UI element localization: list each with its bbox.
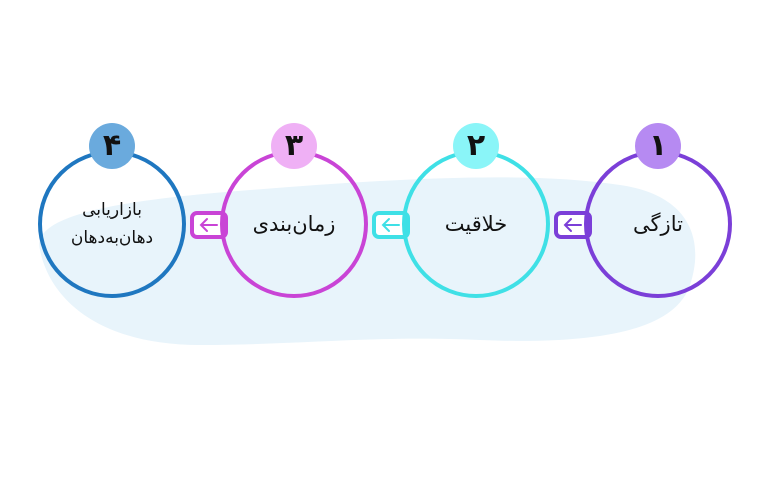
step-number-badge (635, 123, 681, 169)
step-number: ۴ (102, 128, 122, 163)
step-label: تازگی (633, 212, 683, 236)
connector-arrow (372, 211, 410, 239)
step-label-line: بازاریابی (82, 200, 142, 220)
step-label-line: دهان‌به‌دهان (70, 228, 154, 248)
step-number: ۳ (284, 128, 304, 163)
step-label: خلاقیت (444, 212, 508, 236)
step-number-badge (271, 123, 317, 169)
step-number: ۲ (466, 128, 486, 163)
step-label: زمان‌بندی (252, 212, 336, 236)
connector-arrow (554, 211, 592, 239)
step-number: ۱ (648, 128, 668, 163)
step-label: بازاریابی دهان‌به‌دهان (47, 196, 177, 252)
step-number-badge (453, 123, 499, 169)
connector-arrow (190, 211, 228, 239)
step-number-badge (89, 123, 135, 169)
